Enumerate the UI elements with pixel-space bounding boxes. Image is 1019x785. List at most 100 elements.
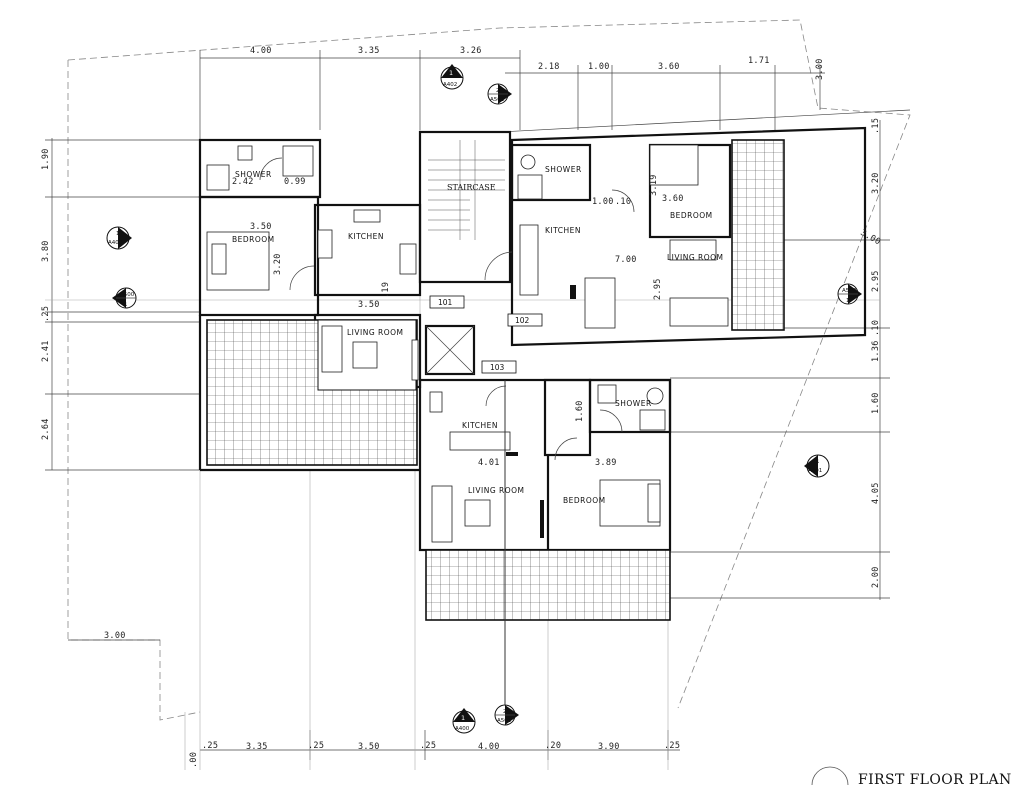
dim-a-door: 0.99 (284, 177, 306, 187)
room-a-bedroom: BEDROOM (232, 235, 275, 244)
unit-103-walls (418, 378, 672, 621)
door-swings (259, 157, 635, 461)
dim-right-6: 2.00 (871, 566, 881, 588)
dim-b-door: 1.00 (592, 197, 614, 207)
svg-text:A400: A400 (455, 726, 470, 732)
svg-text:A402: A402 (443, 82, 457, 88)
room-c-living: LIVING ROOM (468, 486, 525, 495)
dim-right-1: 3.20 (871, 172, 881, 194)
dim-bottom-small-2: .25 (308, 741, 324, 751)
dim-right-top-3: .10 (871, 320, 881, 336)
room-a-kitchen: KITCHEN (348, 232, 384, 241)
dimension-lines (45, 50, 911, 760)
dim-top-3: 3.26 (460, 46, 482, 56)
dim-offset-left: 3.00 (104, 631, 126, 641)
drawing-title: FIRST FLOOR PLAN (858, 772, 1012, 785)
room-a-shower: SHOWER (235, 170, 272, 179)
dim-left-2: 3.80 (41, 240, 51, 262)
dim-c-kit-w: 4.01 (478, 458, 500, 468)
room-b-living: LIVING ROOM (667, 253, 724, 262)
dim-top-right-offset: 3.00 (859, 228, 883, 247)
dim-right-3: 1.36 (871, 340, 881, 362)
room-b-shower: SHOWER (545, 165, 582, 174)
dim-bottom-4: 3.90 (598, 742, 620, 752)
dim-right-top-1: 3.00 (815, 58, 825, 80)
dim-a-bed-h: 3.20 (273, 253, 283, 275)
dim-a-small: .19 (381, 282, 391, 298)
dim-bottom-small-1: .25 (202, 741, 218, 751)
section-marker-a401: 1 A401 (804, 454, 830, 478)
dim-bottom-3: 4.00 (478, 742, 500, 752)
svg-text:1: 1 (116, 231, 120, 237)
svg-text:1: 1 (461, 714, 465, 722)
svg-text:1: 1 (816, 459, 820, 465)
dim-left-1: 1.90 (41, 148, 51, 170)
dim-topr-4: 1.71 (748, 56, 770, 66)
dim-b-door2: .10 (615, 197, 631, 207)
unit-101-label: 101 (438, 298, 453, 307)
dim-c-bed-w: 3.89 (595, 458, 617, 468)
dim-a-shower: 2.42 (232, 177, 254, 187)
dim-topr-1: 2.18 (538, 62, 560, 72)
room-b-kitchen: KITCHEN (545, 226, 581, 235)
unit-101-furniture (206, 145, 419, 381)
svg-text:A401: A401 (808, 468, 822, 474)
dim-bottom-small-3: .25 (420, 741, 436, 751)
unit-101-walls (198, 138, 422, 472)
room-c-shower: SHOWER (615, 399, 652, 408)
dim-bottom-small-5: .25 (664, 741, 680, 751)
room-labels: SHOWER BEDROOM KITCHEN LIVING ROOM STAIR… (232, 165, 724, 505)
dim-right-5: 4.05 (871, 482, 881, 504)
dim-topr-2: 1.00 (588, 62, 610, 72)
dim-right-top-2: .15 (871, 118, 881, 134)
dim-top-2: 3.35 (358, 46, 380, 56)
svg-text:2: 2 (503, 709, 507, 715)
outer-dimensions: 4.00 3.35 3.26 2.18 1.00 3.60 1.71 3.35 … (41, 46, 882, 768)
dim-left-4: 2.41 (41, 340, 51, 362)
svg-text:2: 2 (496, 88, 500, 94)
interior-dimensions: 2.42 0.99 3.50 3.20 3.50 .19 1.00 .10 3.… (232, 174, 684, 468)
title-block: FIRST FLOOR PLAN (811, 766, 1012, 785)
dim-b-bed-w: 3.60 (662, 194, 684, 204)
dim-c-shower: 1.60 (575, 400, 585, 422)
svg-text:A500: A500 (842, 288, 857, 294)
dim-topr-3: 3.60 (658, 62, 680, 72)
svg-text:1: 1 (124, 302, 128, 308)
dim-a-liv-w: 3.50 (358, 300, 380, 310)
dim-b-liv-h: 2.95 (653, 278, 663, 300)
dim-right-2: 2.95 (871, 270, 881, 292)
unit-102-label: 102 (515, 316, 530, 325)
dim-top-1: 4.00 (250, 46, 272, 56)
staircase-label: STAIRCASE (447, 183, 496, 192)
unit-labels: 101 102 103 (429, 295, 543, 374)
svg-text:1: 1 (449, 69, 453, 77)
dim-right-4: 1.60 (871, 392, 881, 414)
room-c-bedroom: BEDROOM (563, 496, 606, 505)
staircase-block (418, 130, 512, 376)
unit-103-label: 103 (490, 363, 505, 372)
section-marker-a403: 1 A403 (106, 226, 132, 250)
room-a-living: LIVING ROOM (347, 328, 404, 337)
dim-b-bed-h: 3.19 (649, 174, 659, 196)
dim-a-bed-w: 3.50 (250, 222, 272, 232)
detail-marker-a500-left: A500 1 (112, 287, 137, 309)
dim-left-3: .25 (41, 306, 51, 322)
detail-marker-a500-right: A500 1 (837, 283, 862, 305)
dim-bottom-1: 3.35 (246, 742, 268, 752)
dim-left-5: 2.64 (41, 418, 51, 440)
svg-text:A501: A501 (490, 97, 504, 103)
detail-marker-a501-bottom: 2 A501 (494, 704, 519, 726)
svg-text:A501: A501 (497, 718, 511, 724)
svg-text:1: 1 (846, 298, 850, 304)
svg-text:A403: A403 (108, 240, 123, 246)
dim-b-liv-w: 7.00 (615, 255, 637, 265)
unit-103-furniture (429, 384, 666, 543)
svg-text:A500: A500 (120, 292, 135, 298)
detail-marker-a501-top: 2 A501 (487, 83, 512, 105)
section-marker-a400: 1 A400 (452, 708, 476, 734)
unit-102-walls (510, 126, 867, 347)
unit-102-furniture (517, 144, 729, 329)
dim-bottom-small-4: .20 (545, 741, 561, 751)
section-marker-a402: 1 A402 (440, 64, 464, 90)
